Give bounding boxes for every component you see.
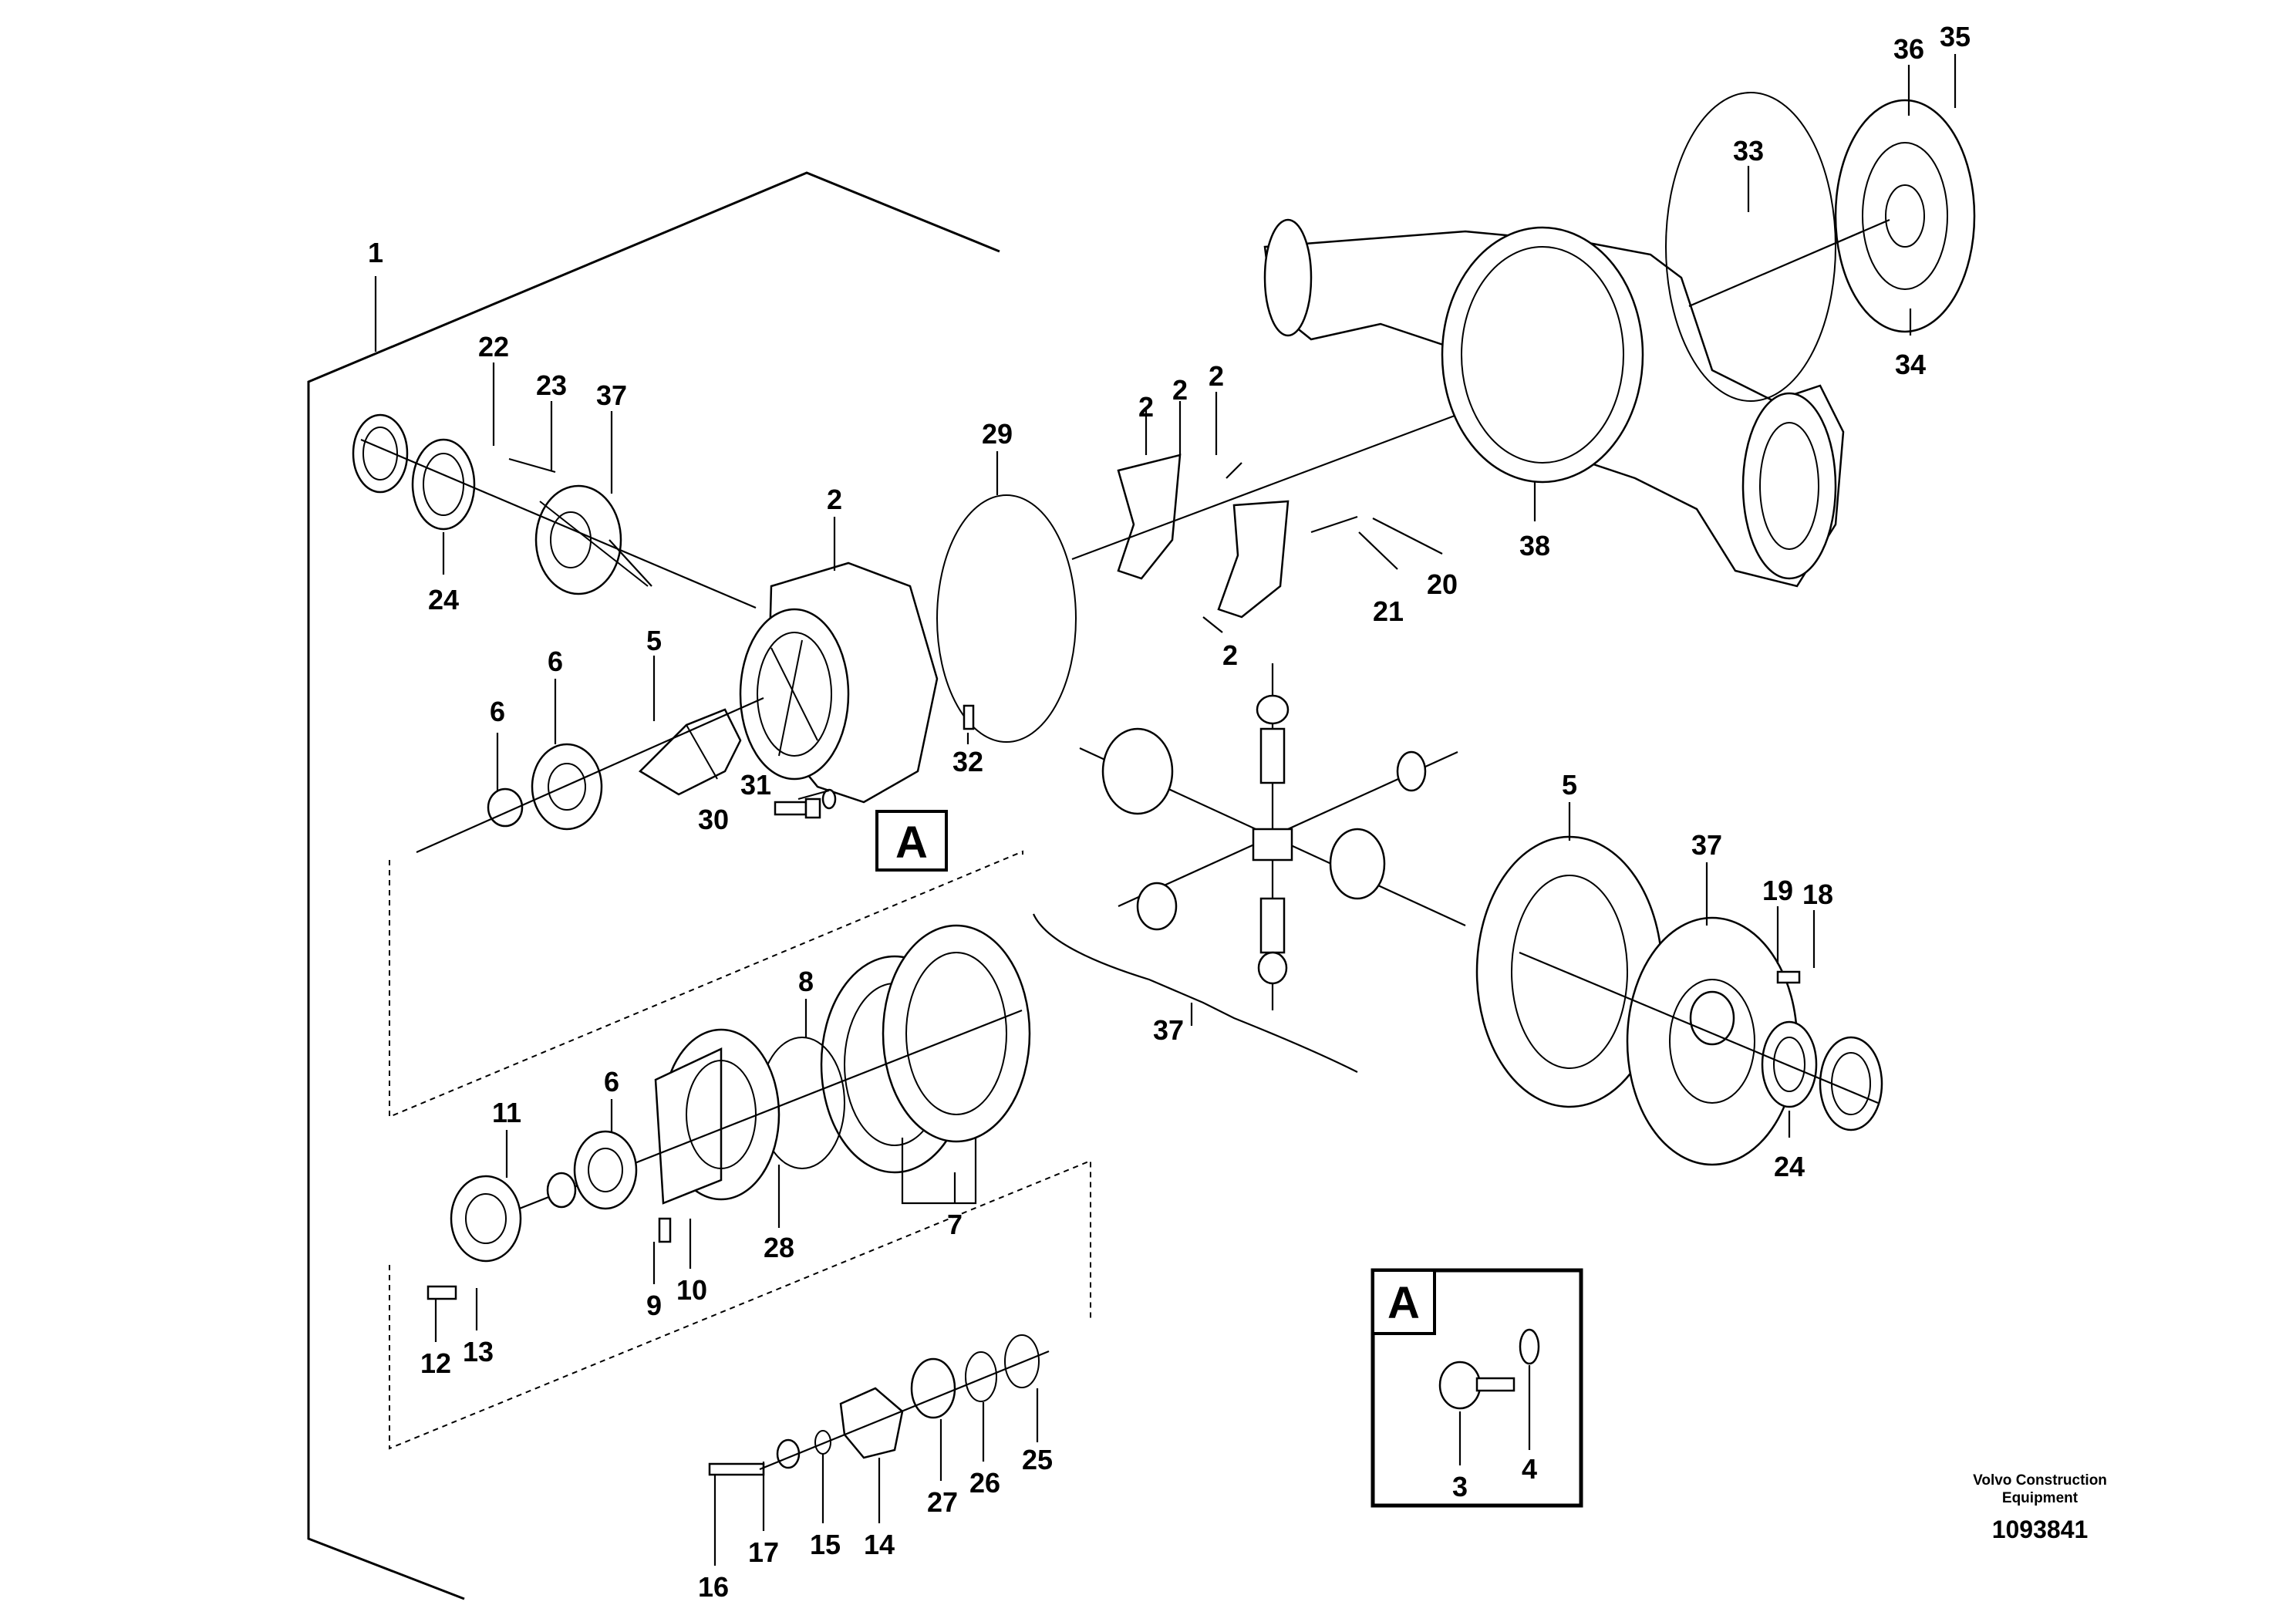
washer-31-part (821, 788, 837, 810)
bolt-18-part (1776, 970, 1801, 984)
differential-spider-part (1079, 663, 1466, 1010)
callout-19: 19 (1762, 875, 1793, 906)
callout-6: 6 (604, 1066, 619, 1098)
dowel-pin-32-part (963, 704, 975, 730)
company-line-1: Volvo Construction (1973, 1472, 2107, 1489)
detail-box-letter: A (1387, 1278, 1420, 1328)
callout-18: 18 (1802, 878, 1833, 910)
seal-ring-part (352, 413, 409, 494)
callout-2: 2 (1138, 391, 1154, 423)
end-cover-part (1834, 99, 1976, 333)
callout-2: 2 (1222, 639, 1238, 671)
callout-37: 37 (1691, 829, 1722, 861)
detail-ref-box (875, 810, 948, 872)
callout-36: 36 (1893, 33, 1924, 65)
oring-15-part (814, 1430, 831, 1455)
axle-housing-part (1263, 218, 1845, 588)
callout-34: 34 (1895, 349, 1926, 380)
callout-26: 26 (969, 1467, 1000, 1499)
detail-a-inset (1371, 1268, 1583, 1508)
callout-17: 17 (748, 1536, 779, 1568)
bolt-30-part (774, 798, 821, 819)
callout-21: 21 (1373, 595, 1404, 627)
callout-12: 12 (420, 1347, 451, 1379)
callout-29: 29 (982, 418, 1013, 450)
callout-8: 8 (798, 966, 814, 997)
clutch-housing-part (654, 1028, 781, 1205)
callout-11: 11 (492, 1097, 521, 1128)
gasket-ring-33-part (1665, 92, 1836, 402)
assembly-1-bracket (307, 171, 1000, 1600)
callout-leaders (434, 54, 1957, 1566)
bearing-cone-part (1819, 1036, 1883, 1131)
callout-4: 4 (1522, 1453, 1537, 1485)
bearing-cup-part (411, 438, 476, 531)
snap-ring-25-part (1004, 1334, 1040, 1388)
pinion-gear-part (638, 708, 742, 796)
company-line-2: Equipment (2002, 1490, 2079, 1506)
differential-case-part (1626, 916, 1799, 1166)
differential-housing-part (739, 561, 939, 804)
callout-6: 6 (490, 696, 505, 727)
callout-7: 7 (947, 1209, 963, 1240)
differential-carrier-flange-part (534, 484, 649, 595)
callout-38: 38 (1519, 530, 1550, 561)
callout-2: 2 (827, 484, 842, 515)
washer-27-part (910, 1357, 956, 1419)
bolt-12-part (426, 1285, 457, 1300)
pinion-bearing-part (531, 743, 603, 831)
bearing-24-part (1761, 1020, 1818, 1108)
callout-2: 2 (1172, 374, 1188, 406)
callout-9: 9 (646, 1290, 662, 1321)
callout-23: 23 (536, 369, 567, 401)
callout-5: 5 (646, 625, 662, 656)
document-number: 1093841 (1992, 1516, 2089, 1543)
callout-35: 35 (1940, 21, 1971, 52)
callout-6: 6 (548, 646, 563, 677)
gasket-ring-part (936, 494, 1077, 743)
drain-plug-part (1438, 1361, 1515, 1410)
sub-assembly-dashed-frames (389, 850, 1091, 1450)
callout-32: 32 (952, 746, 983, 777)
snap-ring-26-part (965, 1351, 997, 1402)
callout-20: 20 (1427, 568, 1458, 600)
callout-10: 10 (676, 1274, 707, 1306)
bearing-cap-upper-part (1117, 454, 1182, 580)
bolt-9-part (658, 1217, 672, 1243)
callout-30: 30 (698, 804, 729, 835)
detail-ref-letter: A (895, 818, 928, 868)
callout-13: 13 (463, 1336, 494, 1367)
callout-5: 5 (1562, 769, 1577, 801)
callout-15: 15 (810, 1529, 841, 1560)
callout-1: 1 (368, 237, 383, 268)
bearing-cap-lower-part (1217, 500, 1290, 619)
callout-37: 37 (1153, 1014, 1184, 1046)
callout-27: 27 (927, 1486, 958, 1518)
callout-22: 22 (478, 331, 509, 363)
bearing-6c-part (573, 1130, 638, 1210)
callout-25: 25 (1022, 1444, 1053, 1475)
footer: Volvo Construction Equipment 1093841 (1973, 1472, 2107, 1543)
callout-labels: 1 22 23 37 24 2 29 2 2 2 20 21 2 33 36 3… (368, 21, 1971, 1603)
callout-14: 14 (864, 1529, 895, 1560)
friction-discs-part (820, 924, 1031, 1174)
callout-2: 2 (1209, 360, 1224, 392)
seal-washer-part (546, 1172, 577, 1209)
callout-28: 28 (764, 1232, 794, 1263)
callout-24: 24 (1774, 1151, 1805, 1182)
lock-nut-part (450, 1175, 522, 1263)
plug-washer-part (1519, 1328, 1540, 1365)
bolt-16-part (708, 1462, 765, 1476)
callout-3: 3 (1452, 1471, 1468, 1502)
callout-37: 37 (596, 379, 627, 411)
callout-16: 16 (698, 1571, 729, 1603)
callout-24: 24 (428, 584, 459, 615)
callout-31: 31 (740, 769, 771, 801)
callout-33: 33 (1733, 135, 1764, 167)
